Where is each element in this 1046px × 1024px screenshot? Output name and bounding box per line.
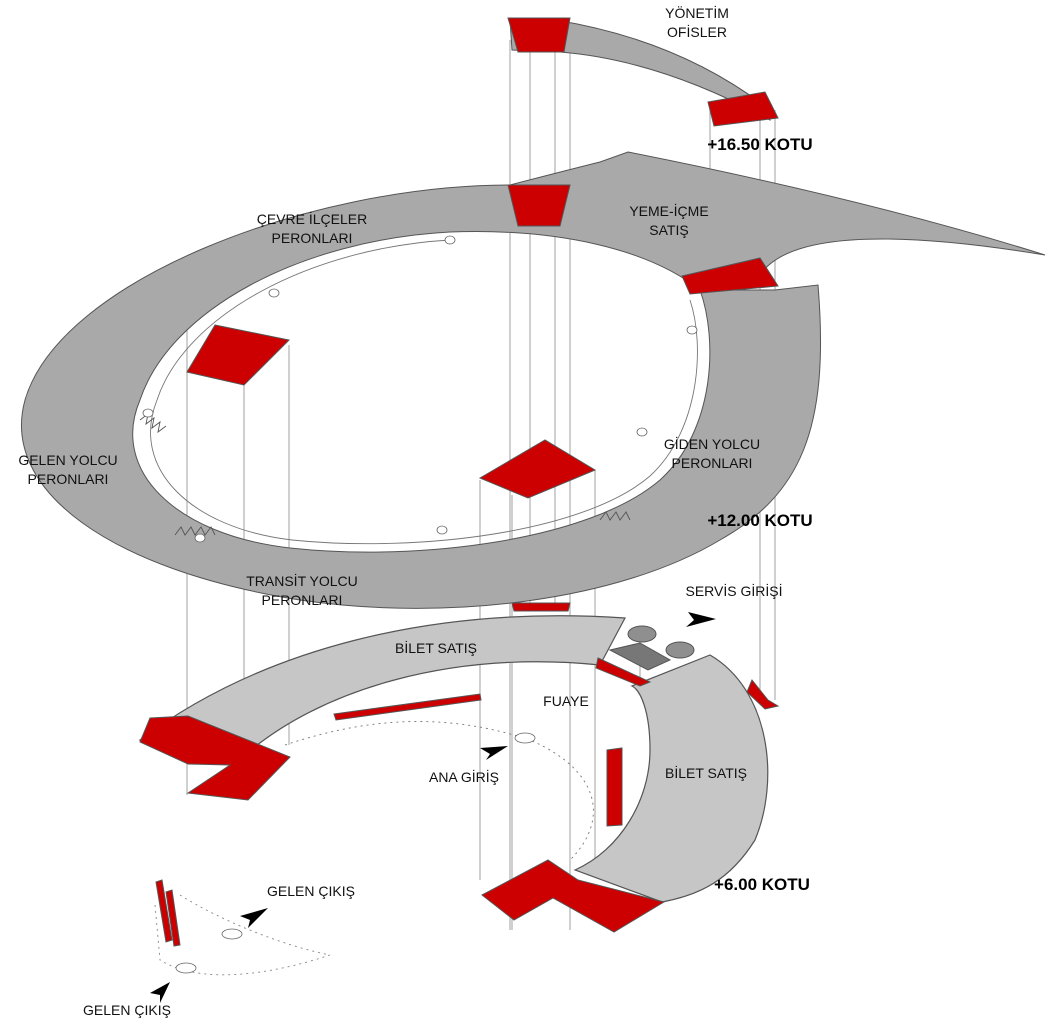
foyer-outer-arc — [138, 615, 626, 756]
ticket-counter-bar — [333, 693, 482, 721]
labels: YÖNETİM OFİSLER +16.50 KOTU YEME-İÇME SA… — [18, 4, 812, 1018]
service-disc-2 — [665, 641, 695, 659]
departure-platform-label-2: PERONLARI — [672, 455, 753, 471]
exit-door-1 — [221, 928, 243, 940]
arrival-exit-label-2: GELEN ÇIKIŞ — [83, 1002, 171, 1018]
service-disc-1 — [627, 625, 657, 643]
level-label-600: +6.00 KOTU — [714, 875, 810, 894]
main-entrance-arrow-icon — [480, 746, 508, 760]
level-label-1650: +16.50 KOTU — [707, 135, 812, 154]
admin-core-left — [507, 17, 571, 53]
service-entrance-arrow-icon — [686, 612, 716, 627]
arrival-exit-label-1: GELEN ÇIKIŞ — [267, 883, 355, 899]
level-1200 — [20, 151, 1046, 609]
inner-foyer-edge — [284, 721, 594, 861]
core-right — [681, 257, 779, 295]
level-600 — [138, 602, 780, 933]
main-entrance-door — [514, 732, 536, 744]
inner-platform-edge — [150, 239, 698, 545]
core-left-lower — [139, 715, 291, 801]
arrival-exit-arrow-icon-1 — [240, 908, 268, 928]
side-counter-bar — [606, 747, 623, 827]
foyer-label: FUAYE — [543, 693, 589, 709]
level-1650 — [507, 17, 779, 127]
departure-platform-label-1: GİDEN YOLCU — [664, 435, 760, 452]
arrows — [150, 612, 716, 1003]
service-entrance-label: SERVİS GİRİŞİ — [686, 582, 783, 599]
level-label-1200: +12.00 KOTU — [707, 511, 812, 530]
service-stairs — [608, 642, 672, 671]
transit-platform-label-2: PERONLARI — [262, 592, 343, 608]
core-upper — [507, 184, 571, 227]
core-service — [595, 657, 652, 687]
arrival-exit-arrow-icon-2 — [150, 982, 170, 1003]
exit-path — [154, 894, 331, 976]
core-bottom — [481, 859, 666, 933]
platform-markers — [142, 235, 698, 543]
transit-platform-label-1: TRANSİT YOLCU — [246, 572, 358, 589]
ticket-sales-right-label: BİLET SATIŞ — [665, 764, 747, 781]
core-far-right — [746, 679, 780, 710]
arrival-platform-label-1: GELEN YOLCU — [18, 452, 117, 468]
core-top-lower — [511, 602, 571, 612]
admin-core-right — [707, 91, 779, 127]
exit-wall-1 — [155, 879, 173, 943]
ticket-sales-top-label: BİLET SATIŞ — [395, 639, 477, 656]
admin-label-1: YÖNETİM — [665, 4, 729, 21]
admin-label-2: OFİSLER — [667, 23, 727, 40]
district-label-2: PERONLARI — [272, 230, 353, 246]
main-entrance-label: ANA GİRİŞ — [429, 768, 499, 785]
exit-door-2 — [175, 962, 197, 974]
ticket-right-arc — [573, 654, 769, 903]
district-label-1: ÇEVRE İLÇELER — [257, 210, 367, 227]
arrival-platform-label-2: PERONLARI — [28, 471, 109, 487]
exit-wall-2 — [165, 889, 181, 947]
food-label-1: YEME-İÇME — [629, 202, 708, 219]
ground-exits — [154, 879, 331, 976]
food-label-2: SATIŞ — [649, 222, 688, 238]
core-center — [478, 439, 597, 499]
core-left — [186, 324, 291, 386]
